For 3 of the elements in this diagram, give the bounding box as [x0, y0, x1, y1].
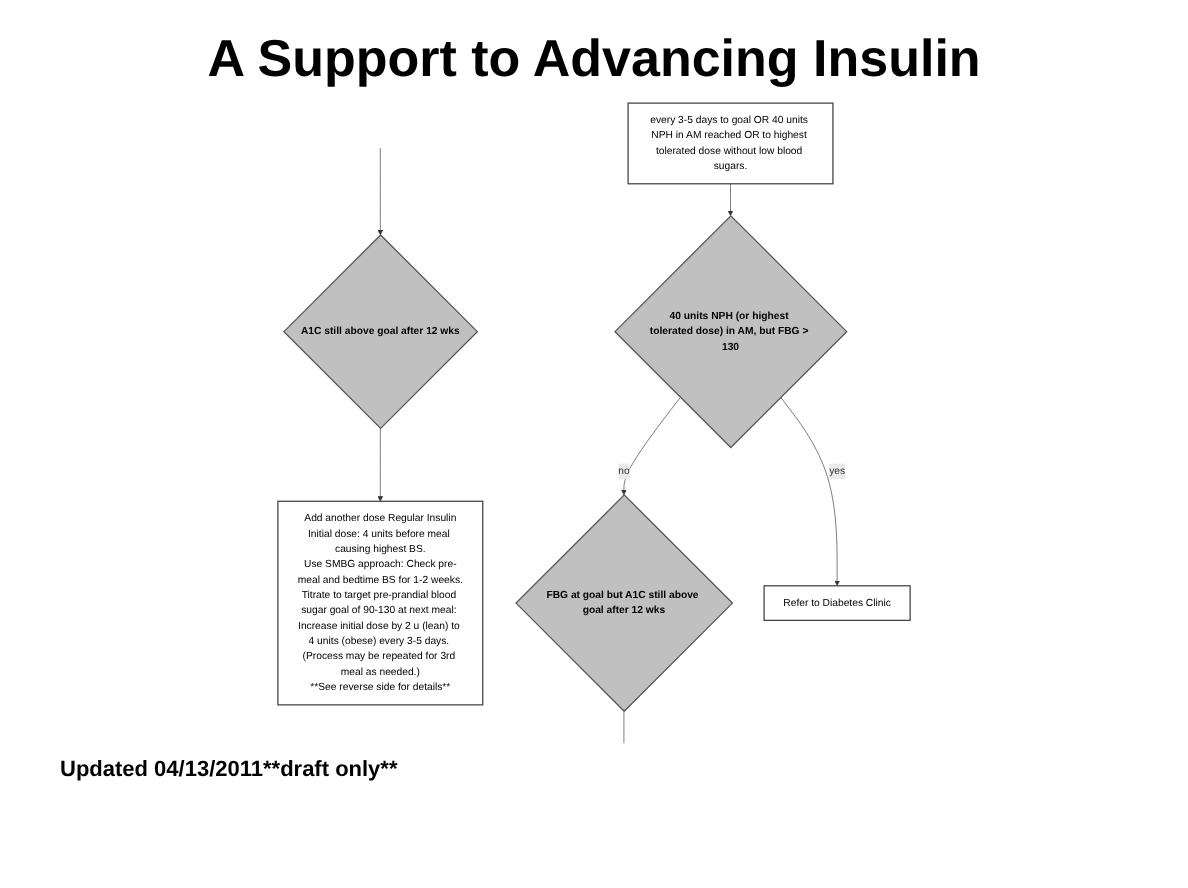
slide-title: A Support to Advancing Insulin — [205, 28, 983, 90]
connector — [623, 710, 625, 744]
note-text: Updated 04/13/2011**draft only** — [60, 758, 400, 782]
